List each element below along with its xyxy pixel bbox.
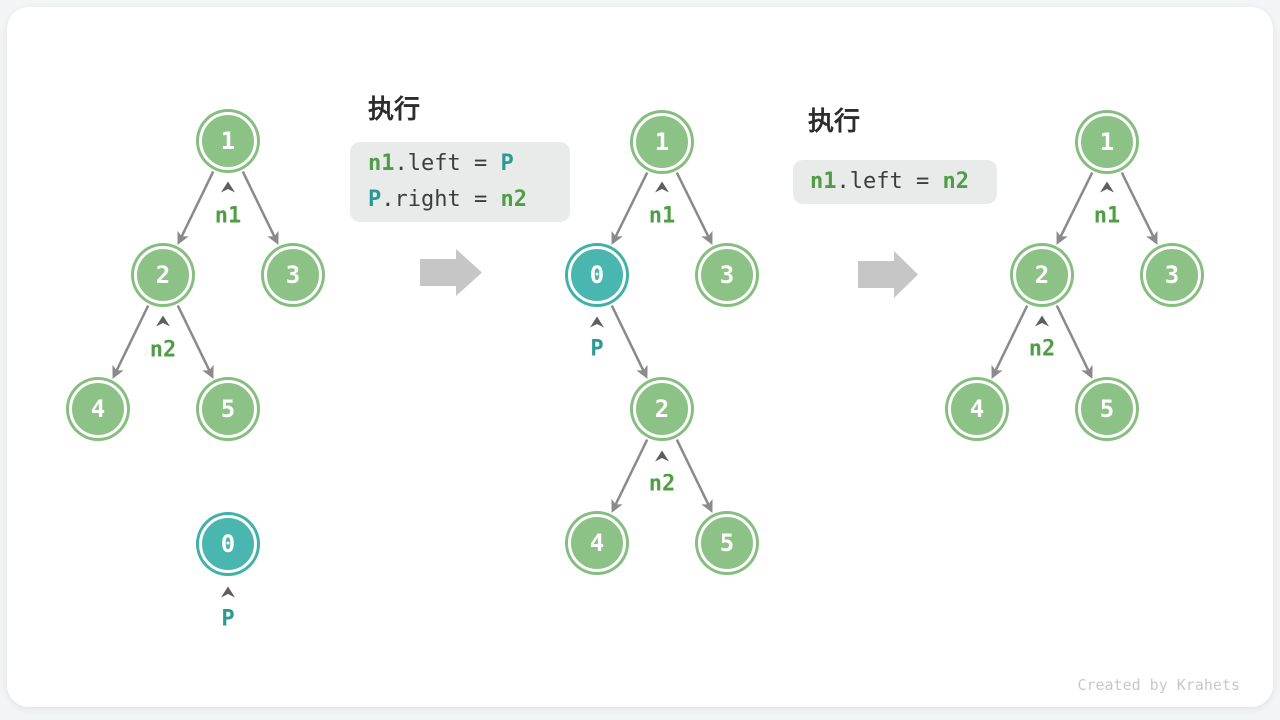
tree3-node-1: 1 (1078, 113, 1136, 171)
node-value: 3 (285, 261, 301, 289)
node-value: 4 (90, 395, 106, 423)
caret-up-icon (1035, 315, 1049, 327)
edge-0-2 (610, 305, 648, 379)
tree2-node-0: 0 (568, 246, 626, 304)
step2-title: 执行 (808, 106, 861, 136)
node-value: 5 (719, 529, 735, 557)
tree2-edges (610, 172, 713, 513)
caret-up-icon (655, 181, 669, 193)
pointer-label-n2: n2 (1028, 336, 1056, 362)
caret-up-icon (1100, 181, 1114, 193)
tree1-node-3: 3 (264, 246, 322, 304)
node-value: 0 (220, 530, 236, 558)
edge-2-4 (112, 305, 150, 379)
code-token: P (368, 187, 382, 212)
edge-2-4 (991, 305, 1029, 379)
code-token: n1 (810, 169, 837, 194)
node-value: 5 (220, 395, 236, 423)
code-token: n2 (942, 169, 969, 194)
node-value: 2 (1034, 261, 1050, 289)
tree1-node-2: 2 (134, 246, 192, 304)
code-token: .left = (394, 151, 501, 176)
node-value: 1 (654, 128, 670, 156)
pointer-label-n1: n1 (1093, 203, 1121, 229)
node-value: 4 (969, 395, 985, 423)
node-value: 0 (589, 261, 605, 289)
tree3-node-2: 2 (1013, 246, 1071, 304)
pointer-label-n1: n1 (648, 203, 676, 229)
watermark: Created by Krahets (1077, 676, 1240, 694)
edge-2-4 (611, 439, 649, 513)
tree2-node-5: 5 (698, 514, 756, 572)
pointer-label-n2: n2 (149, 337, 177, 363)
node-value: 1 (1099, 128, 1115, 156)
arrow-right-icon (858, 251, 918, 298)
arrow-right-icon (420, 249, 482, 296)
tree1-edges (112, 171, 279, 379)
edge-2-5 (176, 305, 214, 379)
code-line: n1.left = n2 (810, 164, 997, 200)
node-value: 3 (719, 261, 735, 289)
step1-title: 执行 (368, 94, 421, 124)
edge-1-3 (1120, 172, 1158, 245)
caret-up-icon (655, 450, 669, 462)
code-line: P.right = n2 (368, 182, 570, 218)
node-value: 3 (1164, 261, 1180, 289)
caret-up-icon (221, 181, 235, 193)
caret-up-icon (221, 586, 235, 598)
tree2-node-2: 2 (633, 380, 691, 438)
pointer-label-n1: n1 (214, 203, 242, 229)
pointer-label-n2: n2 (648, 471, 676, 497)
step1-code-box: n1.left = P P.right = n2 (350, 142, 570, 222)
edge-2-5 (675, 439, 713, 513)
caret-up-icon (590, 316, 604, 328)
tree2-node-1: 1 (633, 113, 691, 171)
edge-1-3 (241, 171, 279, 245)
pointer-label-p: P (221, 606, 235, 632)
tree1-node-1: 1 (199, 112, 257, 170)
code-token: n2 (500, 187, 527, 212)
code-token: .left = (836, 169, 943, 194)
edge-1-2 (177, 171, 215, 245)
code-token: .right = (381, 187, 501, 212)
edge-1-3 (675, 172, 713, 245)
code-token: P (500, 151, 514, 176)
pointer-label-p: P (590, 336, 604, 362)
tree3-node-5: 5 (1078, 380, 1136, 438)
tree1-node-4: 4 (69, 380, 127, 438)
step2-code-box: n1.left = n2 (793, 160, 997, 204)
node-value: 4 (589, 529, 605, 557)
node-value: 2 (654, 395, 670, 423)
node-value: 1 (220, 127, 236, 155)
tree3-node-4: 4 (948, 380, 1006, 438)
tree1-node-0: 0 (199, 515, 257, 573)
caret-up-icon (156, 315, 170, 327)
tree2-node-4: 4 (568, 514, 626, 572)
edge-2-5 (1055, 305, 1093, 379)
code-token: n1 (368, 151, 395, 176)
tree1-node-5: 5 (199, 380, 257, 438)
code-line: n1.left = P (368, 146, 570, 182)
edge-1-2 (1056, 172, 1094, 245)
tree3-node-3: 3 (1143, 246, 1201, 304)
edge-1-0 (611, 172, 649, 245)
tree2-node-3: 3 (698, 246, 756, 304)
node-value: 5 (1099, 395, 1115, 423)
node-value: 2 (155, 261, 171, 289)
tree3-edges (991, 172, 1158, 379)
